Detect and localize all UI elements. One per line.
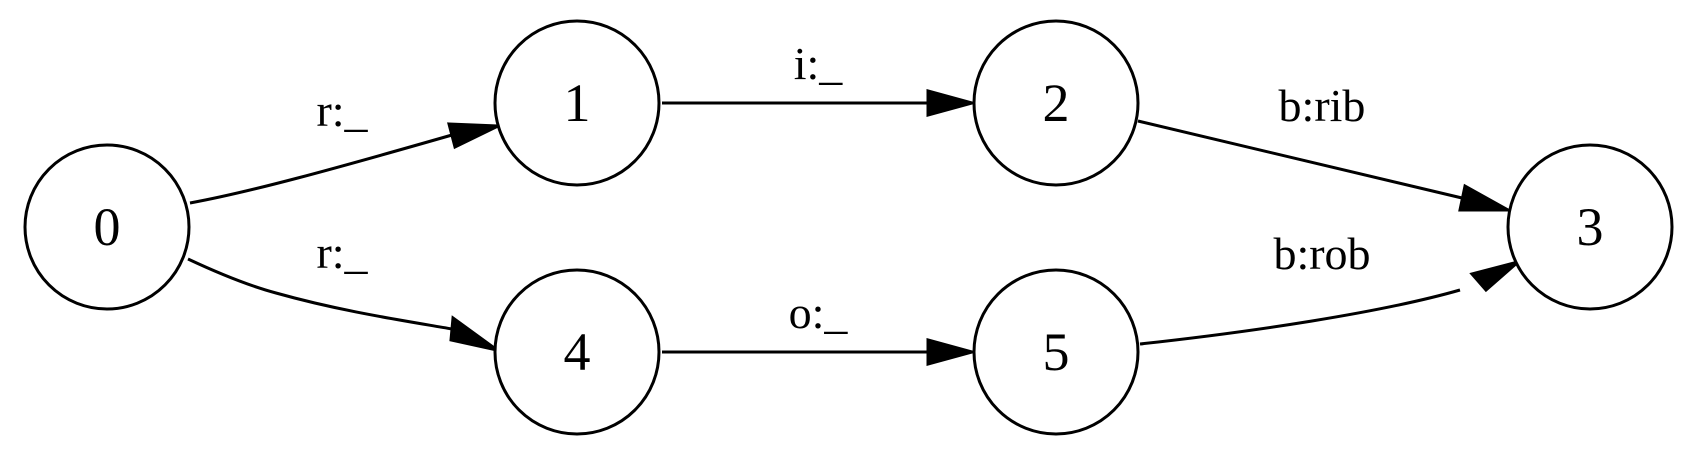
node-0-label: 0 <box>94 197 121 257</box>
edge-0-4-line <box>187 257 453 331</box>
edge-5-3-line <box>1139 288 1461 346</box>
edge-2-3-arrowhead <box>1458 183 1514 212</box>
node-2: 2 <box>972 19 1140 187</box>
edge-4-5-label: o:_ <box>789 287 849 338</box>
node-4-label: 4 <box>564 322 591 382</box>
node-3: 3 <box>1506 143 1674 311</box>
edge-0-1-line <box>189 133 453 205</box>
node-2-label: 2 <box>1043 73 1070 133</box>
edge-4-5-arrowhead <box>926 338 978 366</box>
edge-2-3: b:rib <box>1137 80 1514 212</box>
node-4-circle <box>493 268 661 436</box>
edge-0-4-label: r:_ <box>316 227 368 278</box>
edge-2-3-label: b:rib <box>1279 80 1366 131</box>
node-1-circle <box>493 19 661 187</box>
edge-5-3-label: b:rob <box>1273 228 1370 279</box>
edge-4-5: o:_ <box>662 287 978 366</box>
edge-0-4: r:_ <box>187 227 498 352</box>
edge-5-3-arrowhead <box>1469 260 1519 293</box>
edge-0-1-arrowhead <box>447 122 499 150</box>
node-3-circle <box>1506 143 1674 311</box>
node-3-label: 3 <box>1577 197 1604 257</box>
node-0-circle <box>23 143 191 311</box>
edge-0-1: r:_ <box>189 85 499 205</box>
edge-1-2-arrowhead <box>926 89 978 117</box>
node-1: 1 <box>493 19 661 187</box>
edge-1-2: i:_ <box>662 38 978 117</box>
edge-1-2-label: i:_ <box>794 38 844 89</box>
node-1-label: 1 <box>564 73 591 133</box>
edge-0-1-label: r:_ <box>316 85 368 136</box>
edge-5-3: b:rob <box>1139 228 1519 346</box>
edge-2-3-line <box>1137 119 1463 200</box>
node-0: 0 <box>23 143 191 311</box>
edge-0-4-arrowhead <box>449 315 498 352</box>
node-4: 4 <box>493 268 661 436</box>
node-5: 5 <box>972 268 1140 436</box>
node-5-circle <box>972 268 1140 436</box>
node-2-circle <box>972 19 1140 187</box>
node-5-label: 5 <box>1043 322 1070 382</box>
